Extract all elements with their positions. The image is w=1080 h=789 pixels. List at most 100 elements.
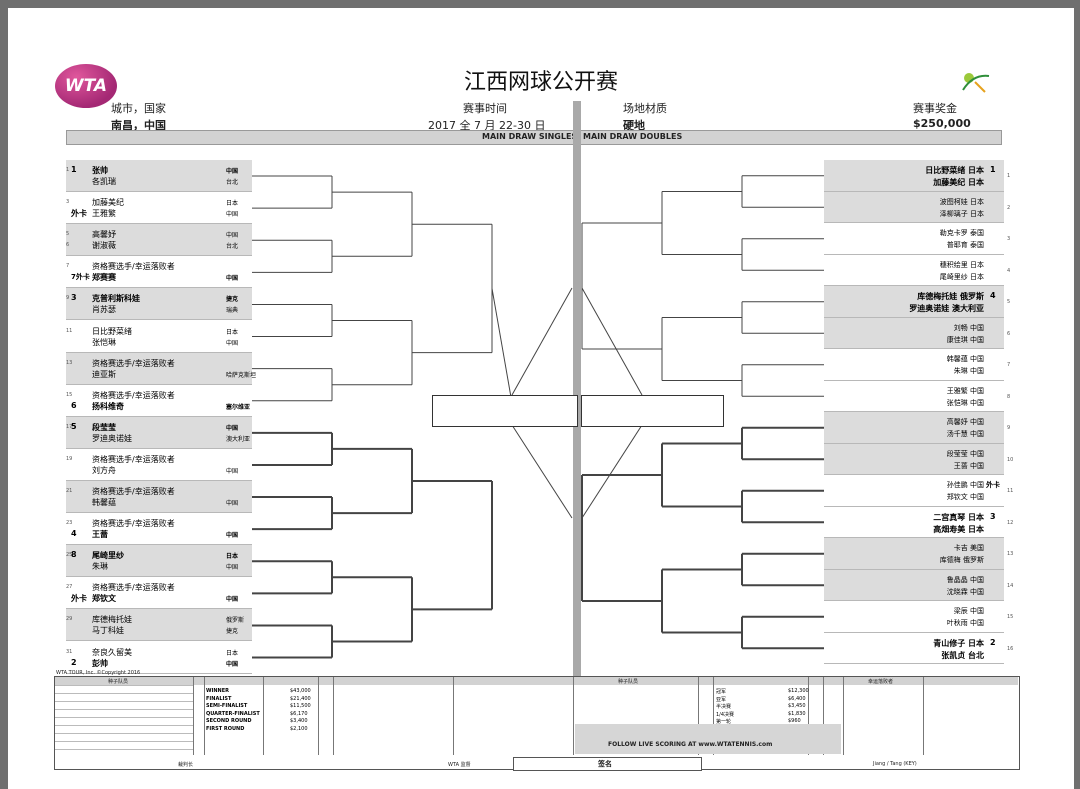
follow-band	[575, 724, 841, 754]
seeds-header: 种子队员	[108, 679, 129, 685]
draw-number: 25	[66, 552, 73, 559]
player-name: 谢淑薇	[92, 241, 116, 251]
player-country: 中国	[226, 211, 239, 219]
player-country: 澳大利亚	[226, 435, 251, 443]
doubles-team-slot	[824, 412, 1004, 444]
doubles-round-prize: $12,300	[788, 688, 809, 694]
team-player-2: 尾崎里纱 日本	[939, 272, 984, 281]
player-name: 资格赛选手/幸运落败者	[92, 519, 175, 529]
team-player-2: 加藤美纪 日本	[933, 178, 984, 187]
team-player-2: 郑钦文 中国	[946, 493, 984, 501]
player-name: 资格赛选手/幸运落败者	[92, 583, 175, 593]
team-player-1: 日比野菜绪 日本	[925, 166, 984, 175]
player-name: 库德梅托娃	[92, 615, 132, 625]
singles-match-slot	[66, 545, 252, 578]
player-name: 王雅繁	[92, 209, 116, 219]
draw-number: 8	[1007, 393, 1011, 400]
player-country: 中国	[226, 339, 239, 347]
team-player-1: 波图柯娃 日本	[939, 197, 984, 206]
player-name: 刘方舟	[92, 465, 116, 475]
singles-round-name: SECOND ROUND	[206, 718, 252, 724]
player-name: 朱琳	[92, 562, 108, 572]
seed-label: 外卡	[986, 481, 1000, 489]
team-player-2: 张恺琳 中国	[946, 398, 984, 407]
singles-match-slot	[66, 642, 252, 674]
copyright-text: WTA TOUR, Inc. ©Copyright 2016	[56, 670, 141, 676]
team-player-1: 库德梅托娃 俄罗斯	[917, 292, 984, 301]
player-country: 中国	[226, 275, 239, 283]
player-country: 日本	[226, 328, 239, 336]
footer-column-divider	[204, 677, 205, 755]
singles-round-prize: $43,000	[290, 688, 311, 694]
player-name: 资格赛选手/幸运落败者	[92, 358, 175, 368]
seed-label: 3	[990, 511, 996, 521]
footer-signature-box	[513, 757, 702, 771]
bracket-line	[491, 288, 513, 404]
player-name: 张帅	[92, 166, 108, 175]
singles-round-name: FINALIST	[206, 695, 232, 702]
player-country: 捷克	[226, 296, 239, 304]
doubles-seeds-header: 种子队员	[618, 679, 639, 685]
team-player-1: 勒克卡罗 泰国	[939, 229, 984, 237]
footer-column-divider	[923, 677, 924, 755]
draw-number: 19	[66, 455, 73, 462]
doubles-team-slot	[824, 381, 1004, 412]
singles-match-slot	[66, 481, 252, 514]
doubles-team-slot	[824, 538, 1004, 570]
seed-label: 8	[71, 550, 77, 560]
footer-column-divider	[333, 677, 334, 755]
prize-value: $250,000	[913, 117, 971, 130]
footer-column-divider	[263, 677, 264, 755]
player-country: 捷克	[226, 628, 239, 636]
team-player-1: 段莹莹 中国	[946, 449, 984, 458]
player-name: 王蔷	[92, 530, 108, 540]
player-name: 日比野菜绪	[92, 326, 132, 336]
singles-round-name: FIRST ROUND	[206, 725, 245, 732]
umpire-label: Jiang / Tang (KEY)	[873, 761, 917, 767]
city-value: 南昌，中国	[111, 119, 166, 132]
footer-row-divider	[55, 701, 193, 702]
player-name: 张恺琳	[92, 337, 116, 347]
singles-round-name: QUARTER-FINALIST	[206, 710, 260, 717]
draw-number: 10	[1007, 456, 1014, 463]
draw-number: 15	[1007, 614, 1014, 620]
seed-label: 6	[71, 400, 77, 410]
doubles-round-name: 1/4决赛	[716, 711, 735, 718]
doubles-final-box	[581, 395, 724, 427]
singles-round-prize: $2,100	[290, 725, 308, 732]
player-name: 尾崎里纱	[92, 551, 124, 561]
center-divider	[573, 101, 581, 676]
tennis-icon	[959, 68, 993, 96]
player-country: 中国	[226, 168, 239, 175]
draw-number: 17	[66, 423, 73, 430]
player-country: 俄罗斯	[226, 617, 245, 625]
player-name: 肖苏瑟	[92, 305, 116, 315]
footer-column-divider	[808, 677, 809, 755]
singles-match-slot	[66, 192, 252, 225]
player-name: 罗迪奥诺娃	[92, 433, 132, 443]
singles-match-slot	[66, 224, 252, 257]
draw-number: 3	[66, 199, 70, 206]
singles-final-box	[432, 395, 578, 427]
doubles-team-slot	[824, 317, 1004, 349]
singles-match-slot	[66, 288, 252, 321]
singles-match-slot	[66, 577, 252, 610]
draw-number: 9	[66, 295, 70, 302]
player-country: 日本	[226, 553, 239, 561]
doubles-team-slot	[824, 160, 1004, 192]
doubles-round-prize: $960	[788, 718, 801, 724]
player-country: 中国	[226, 467, 239, 475]
team-player-2: 王蔷 中国	[953, 461, 984, 470]
draw-header-bar	[66, 130, 1002, 145]
seed-label: 外卡	[71, 594, 87, 604]
team-player-1: 青山修子 日本	[933, 638, 984, 648]
footer-row-divider	[55, 741, 193, 742]
team-player-1: 高馨妤 中国	[946, 418, 984, 426]
player-country: 日本	[226, 200, 239, 208]
footer-row-divider	[55, 749, 193, 750]
singles-match-slot	[66, 449, 252, 481]
footer-column-divider	[318, 677, 319, 755]
footer-header-bar	[55, 677, 1018, 685]
footer-column-divider	[698, 677, 699, 755]
team-player-1: 刘畅 中国	[953, 323, 984, 332]
